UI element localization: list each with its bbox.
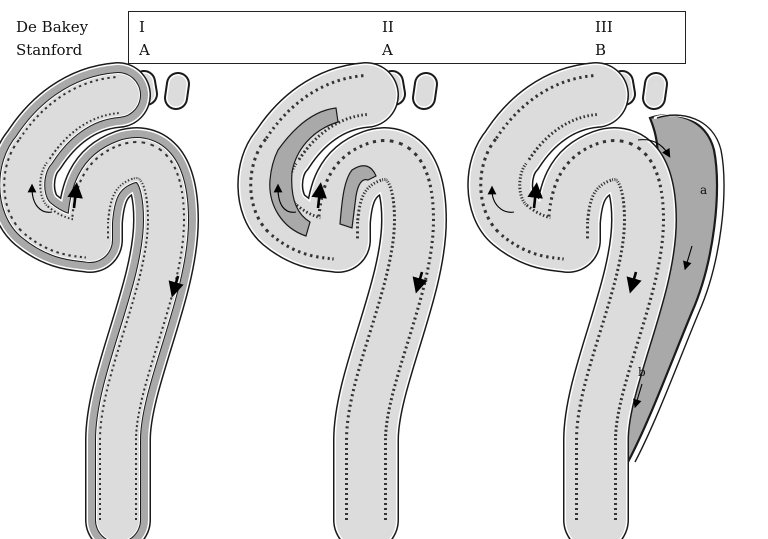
flow-arrows: [273, 182, 428, 294]
debakey-type-1: I: [139, 18, 145, 36]
aorta-panel-type-1: [22, 82, 178, 520]
stanford-type-1: A: [139, 41, 150, 59]
debakey-row-label: De Bakey: [16, 18, 89, 36]
region-label-b: b: [638, 365, 646, 379]
ascending-false-lumen: [269, 107, 377, 237]
aorta-panel-type-3: a b: [487, 82, 725, 520]
classification-table: I A II A III B: [128, 11, 686, 64]
aorta-wall: [500, 95, 644, 520]
debakey-type-2: II: [382, 18, 394, 36]
aorta-panel-type-2: [270, 82, 426, 520]
flow-arrows: [27, 182, 184, 298]
stanford-type-3: B: [595, 41, 607, 59]
debakey-type-3: III: [595, 18, 613, 36]
flow-arrows: [487, 139, 693, 409]
stanford-row-label: Stanford: [16, 41, 83, 59]
stanford-type-2: A: [382, 41, 393, 59]
aorta-wall: [22, 95, 166, 520]
region-label-a: a: [700, 183, 707, 197]
